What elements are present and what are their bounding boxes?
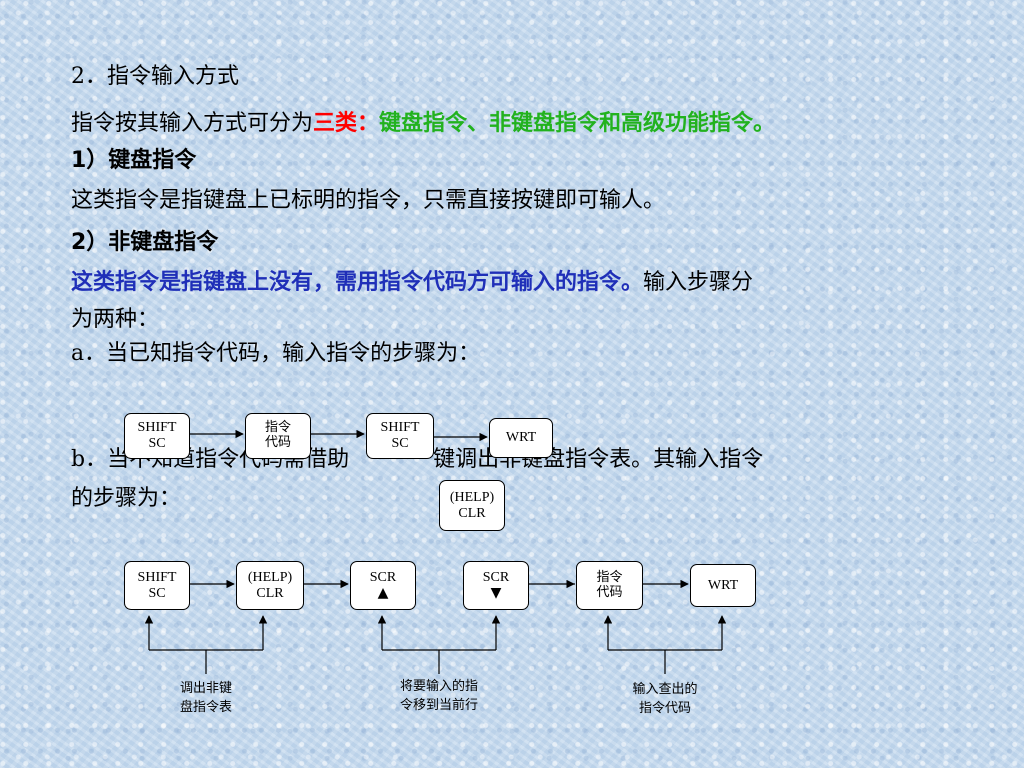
key-help-clr: (HELP)CLR: [236, 561, 304, 610]
intro-count: 三类：: [313, 111, 380, 136]
key-instr-code: 指令代码: [576, 561, 643, 610]
non-keyboard-emph: 这类指令是指键盘上没有，需用指令代码方可输入的指令。: [71, 270, 644, 295]
note-input-code: 输入查出的指令代码: [632, 682, 698, 716]
case-a-text: a．当已知指令代码，输入指令的步骤为：: [71, 341, 481, 366]
note-move-line: 将要输入的指令移到当前行: [399, 679, 478, 713]
non-keyboard-instr-body: 这类指令是指键盘上没有，需用指令代码方可输入的指令。输入步骤分: [71, 270, 753, 296]
key-scr-up: SCR▲: [350, 561, 416, 610]
non-keyboard-instr-title: 2）非键盘指令: [71, 230, 219, 255]
key-wrt: WRT: [690, 564, 756, 607]
key-wrt: WRT: [489, 418, 553, 458]
down-arrow-icon: ▼: [490, 584, 502, 601]
keyboard-instr-title: 1）键盘指令: [71, 148, 197, 173]
up-arrow-icon: ▲: [377, 584, 389, 601]
section-heading: 2．指令输入方式: [71, 64, 239, 89]
key-instr-code: 指令代码: [245, 413, 311, 459]
keyboard-instr-body: 这类指令是指键盘上已标明的指令，只需直接按键即可输人。: [71, 188, 666, 213]
note-open-table: 调出非键盘指令表: [179, 681, 232, 715]
intro-types: 键盘指令、非键盘指令和高级功能指令。: [379, 111, 776, 136]
non-keyboard-cont: 为两种：: [71, 307, 160, 332]
key-scr-down: SCR▼: [463, 561, 529, 610]
case-b-cont: 的步骤为：: [71, 486, 182, 511]
case-b-text: b．当不知道指令代码需借助键调出非键盘指令表。其输入指令: [71, 447, 763, 473]
key-help-clr: (HELP)CLR: [439, 480, 505, 531]
intro-prefix: 指令按其输入方式可分为: [71, 111, 314, 136]
case-b-part2: 键调出非键盘指令表。其输入指令: [433, 447, 764, 472]
non-keyboard-rest: 输入步骤分: [643, 270, 754, 295]
intro-line: 指令按其输入方式可分为三类：键盘指令、非键盘指令和高级功能指令。: [71, 111, 775, 137]
